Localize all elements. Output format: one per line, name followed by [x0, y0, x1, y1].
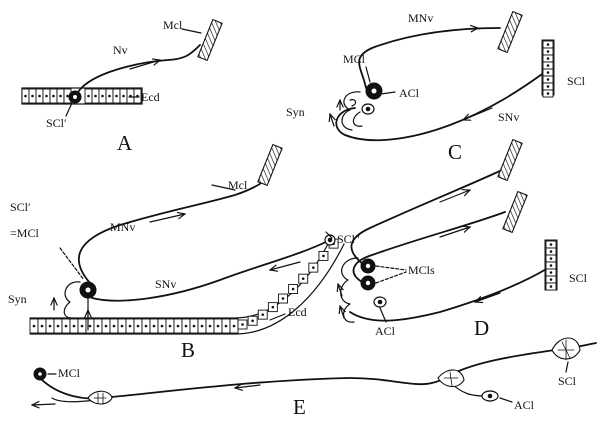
- label-scl-prime: SCl′: [10, 200, 31, 214]
- panel-letter-b: B: [181, 338, 195, 362]
- label-mcl: MCl: [343, 52, 366, 66]
- muscle-cell: [498, 12, 522, 53]
- label-acl: ACl: [514, 398, 535, 412]
- label-mcl: Mcl: [163, 18, 183, 32]
- panel-a: Mcl Nv Ecd SCl′ A: [22, 18, 222, 155]
- label-mcls: MCls: [408, 263, 435, 277]
- label-nv: Nv: [113, 43, 128, 57]
- muscle-cell: [258, 145, 282, 186]
- label-mnv: MNv: [408, 11, 433, 25]
- sensory-epithelium: [545, 240, 557, 290]
- muscle-cell: [198, 20, 222, 61]
- label-syn: Syn: [286, 105, 305, 119]
- sensory-nerve: [350, 268, 548, 321]
- label-snv: SNv: [155, 277, 176, 291]
- panel-letter-d: D: [474, 316, 489, 340]
- nerve-chain: [40, 343, 596, 399]
- label-eq-mcl: =MCl: [10, 226, 39, 240]
- panel-b: SCl′ =MCl Mcl MNv SCl″ Syn SNv Ecd B: [8, 145, 360, 362]
- label-scl: SCl′: [46, 116, 67, 130]
- label-mnv: MNv: [110, 220, 135, 234]
- label-ecd: Ecd: [288, 305, 307, 319]
- muscle-cell: [503, 192, 527, 233]
- label-scl-dprime: SCl″: [337, 232, 360, 246]
- label-snv: SNv: [498, 110, 519, 124]
- label-ecd: Ecd: [141, 90, 160, 104]
- label-mcl: Mcl: [228, 178, 248, 192]
- nerve-fiber: [78, 45, 200, 92]
- motor-nerve: [79, 178, 268, 283]
- label-syn: Syn: [8, 292, 27, 306]
- panel-letter-e: E: [293, 395, 306, 419]
- panel-letter-a: A: [117, 131, 133, 155]
- motor-nerve: [351, 170, 502, 265]
- label-mcl: MCl: [58, 366, 81, 380]
- muscle-cell: [498, 140, 522, 181]
- label-acl: ACl: [399, 86, 420, 100]
- label-scl: SCl: [567, 74, 586, 88]
- ectoderm-epithelium: [22, 88, 142, 104]
- label-acl: ACl: [375, 324, 396, 338]
- motor-nerve: [359, 28, 500, 88]
- panel-d: MCls SCl ACl D: [338, 140, 588, 340]
- label-scl: SCl: [569, 271, 588, 285]
- panel-e: MCl SCl ACl E: [32, 338, 596, 419]
- panel-c: MNv MCl ACl SCl SNv Syn C: [286, 11, 586, 164]
- label-scl: SCl: [558, 374, 577, 388]
- panel-letter-c: C: [448, 140, 462, 164]
- sensory-epithelium: [542, 40, 554, 97]
